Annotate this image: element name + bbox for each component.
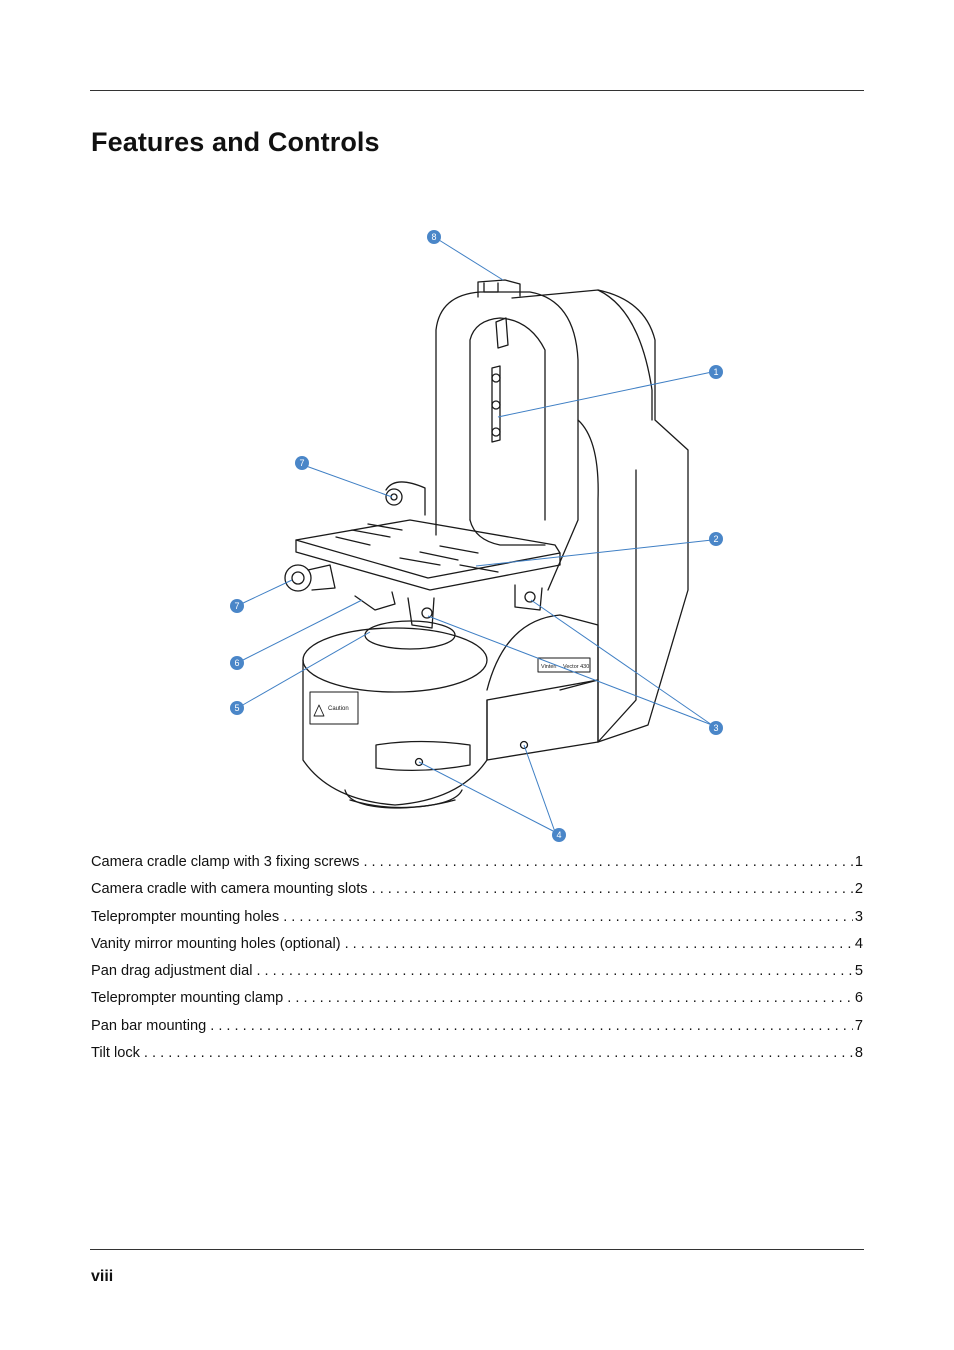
feature-item: Camera cradle with camera mounting slots… <box>91 879 863 906</box>
feature-item: Teleprompter mounting clamp 6 <box>91 988 863 1015</box>
feature-label: Teleprompter mounting holes <box>91 908 280 925</box>
callout-4: 4 <box>552 828 566 842</box>
feature-number: 7 <box>854 1017 863 1034</box>
page-title: Features and Controls <box>91 127 380 157</box>
footer-rule <box>90 1249 864 1250</box>
caution-label <box>309 691 359 725</box>
leader-dots <box>372 879 853 899</box>
leader-dots <box>287 988 853 1008</box>
camera-cradle-outline <box>295 539 561 591</box>
feature-number: 6 <box>854 990 863 1007</box>
tilt-lock-outline <box>477 279 521 298</box>
page-number: viii <box>91 1268 114 1285</box>
svg-text:4: 4 <box>556 830 561 840</box>
callout-8: 8 <box>427 230 441 244</box>
head-body-outline <box>511 289 689 743</box>
svg-text:5: 5 <box>234 703 239 713</box>
header-rule <box>90 90 864 91</box>
svg-text:1: 1 <box>713 367 718 377</box>
svg-text:8: 8 <box>431 232 436 242</box>
leader-dots <box>345 934 853 954</box>
feature-number: 1 <box>854 854 863 870</box>
feature-number: 5 <box>854 963 863 980</box>
brand-text: Vinten <box>541 664 557 670</box>
brand-plate <box>537 657 591 673</box>
svg-text:7: 7 <box>299 458 304 468</box>
callout-7-upper: 7 <box>295 456 309 470</box>
feature-label: Camera cradle clamp with 3 fixing screws <box>91 854 360 870</box>
pan-bar-knob <box>284 564 312 592</box>
leader-dots <box>363 852 852 872</box>
feature-number: 2 <box>854 881 863 898</box>
tilt-arm-outline <box>435 291 579 591</box>
callout-1: 1 <box>709 365 723 379</box>
pan-base-top <box>302 627 488 693</box>
feature-number: 3 <box>854 908 863 925</box>
feature-item: Teleprompter mounting holes 3 <box>91 907 863 934</box>
model-text: Vector 430 <box>563 664 589 670</box>
vanity-recess <box>375 740 471 772</box>
feature-number: 8 <box>854 1045 863 1062</box>
svg-text:2: 2 <box>713 534 718 544</box>
base-box-outline <box>486 679 599 761</box>
leader-lines <box>240 239 713 833</box>
feature-item: Camera cradle clamp with 3 fixing screws… <box>91 852 863 879</box>
leader-dots <box>144 1043 853 1063</box>
feature-number: 4 <box>854 935 863 952</box>
feature-item: Pan bar mounting 7 <box>91 1016 863 1043</box>
feature-list: Camera cradle clamp with 3 fixing screws… <box>91 852 863 1070</box>
pan-tilt-head-illustration: Caution Vinten Vector 430 8 1 7 2 7 6 <box>230 230 723 842</box>
feature-item: Vanity mirror mounting holes (optional) … <box>91 934 863 961</box>
feature-label: Tilt lock <box>91 1045 140 1062</box>
svg-text:7: 7 <box>234 601 239 611</box>
svg-text:6: 6 <box>234 658 239 668</box>
callout-6: 6 <box>230 656 244 670</box>
leader-dots <box>210 1016 853 1036</box>
caution-text: Caution <box>328 706 349 712</box>
feature-label: Teleprompter mounting clamp <box>91 990 284 1007</box>
feature-label: Pan bar mounting <box>91 1017 207 1034</box>
feature-label: Pan drag adjustment dial <box>91 963 253 980</box>
feature-label: Camera cradle with camera mounting slots <box>91 881 368 898</box>
leader-dots <box>256 961 852 981</box>
leader-dots <box>283 907 853 927</box>
callout-2: 2 <box>709 532 723 546</box>
svg-text:3: 3 <box>713 723 718 733</box>
callout-5: 5 <box>230 701 244 715</box>
feature-label: Vanity mirror mounting holes (optional) <box>91 935 341 952</box>
feature-item: Pan drag adjustment dial 5 <box>91 961 863 988</box>
callout-3: 3 <box>709 721 723 735</box>
feature-item: Tilt lock 8 <box>91 1043 863 1070</box>
callout-7-lower: 7 <box>230 599 244 613</box>
